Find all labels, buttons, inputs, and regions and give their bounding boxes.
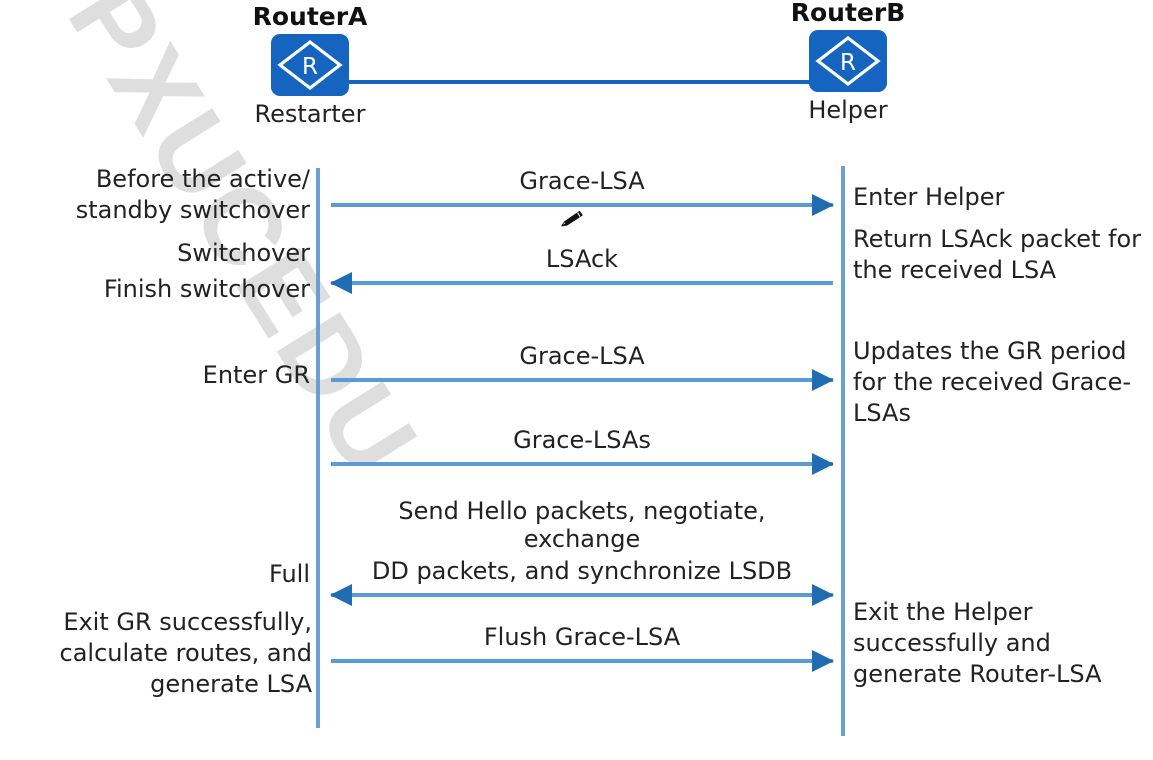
node-router-b-title: RouterB bbox=[790, 0, 906, 27]
message-label: Flush Grace-LSA bbox=[483, 623, 681, 651]
arrow-head-right-icon bbox=[812, 584, 834, 606]
message-line bbox=[331, 203, 833, 207]
annotation-enter-helper: Enter Helper bbox=[853, 183, 1005, 211]
message-line bbox=[331, 593, 833, 597]
message-label-line2: DD packets, and synchronize LSDB bbox=[371, 557, 793, 585]
annotation-exit-gr: Exit GR successfully, calculate routes, … bbox=[59, 608, 312, 699]
lifeline-router-b bbox=[841, 166, 845, 736]
node-router-b-role: Helper bbox=[808, 96, 888, 125]
annotation-enter-gr: Enter GR bbox=[202, 361, 310, 389]
router-icon: R bbox=[271, 34, 349, 97]
arrow-head-right-icon bbox=[812, 369, 834, 391]
annotation-exit-helper: Exit the Helper successfully and generat… bbox=[853, 598, 1102, 689]
arrow-head-right-icon bbox=[812, 650, 834, 672]
annotation-full: Full bbox=[268, 560, 310, 588]
node-router-a-role: Restarter bbox=[254, 100, 366, 129]
arrow-head-right-icon bbox=[812, 453, 834, 475]
router-icon: R bbox=[809, 30, 887, 93]
svg-text:R: R bbox=[840, 50, 856, 76]
message-line bbox=[331, 659, 833, 663]
annotation-finish-switchover: Finish switchover bbox=[103, 275, 310, 303]
node-router-a[interactable]: RouterA R Restarter bbox=[230, 2, 390, 129]
annotation-switchover: Switchover bbox=[177, 239, 310, 267]
message-line bbox=[331, 462, 833, 466]
message-line bbox=[331, 281, 833, 285]
lifeline-router-a bbox=[316, 168, 320, 728]
arrow-head-left-icon bbox=[330, 272, 352, 294]
message-label: Grace-LSA bbox=[519, 342, 645, 370]
annotation-updates-gr-period: Updates the GR period for the received G… bbox=[853, 337, 1132, 428]
message-label: Grace-LSAs bbox=[513, 426, 651, 454]
svg-text:R: R bbox=[302, 54, 318, 80]
message-label-line1: Send Hello packets, negotiate, exchange bbox=[398, 497, 766, 554]
message-label: LSAck bbox=[545, 245, 619, 273]
arrow-head-right-icon bbox=[812, 194, 834, 216]
message-label: Grace-LSA bbox=[519, 167, 645, 195]
message-line bbox=[331, 378, 833, 382]
node-router-a-title: RouterA bbox=[252, 2, 368, 31]
annotation-return-lsack: Return LSAck packet for the received LSA bbox=[853, 225, 1142, 285]
arrow-head-left-icon bbox=[330, 584, 352, 606]
node-router-b[interactable]: RouterB R Helper bbox=[768, 0, 928, 124]
router-link-line bbox=[345, 80, 810, 84]
annotation-before-switchover: Before the active/ standby switchover bbox=[75, 165, 310, 225]
pencil-icon bbox=[558, 207, 584, 233]
